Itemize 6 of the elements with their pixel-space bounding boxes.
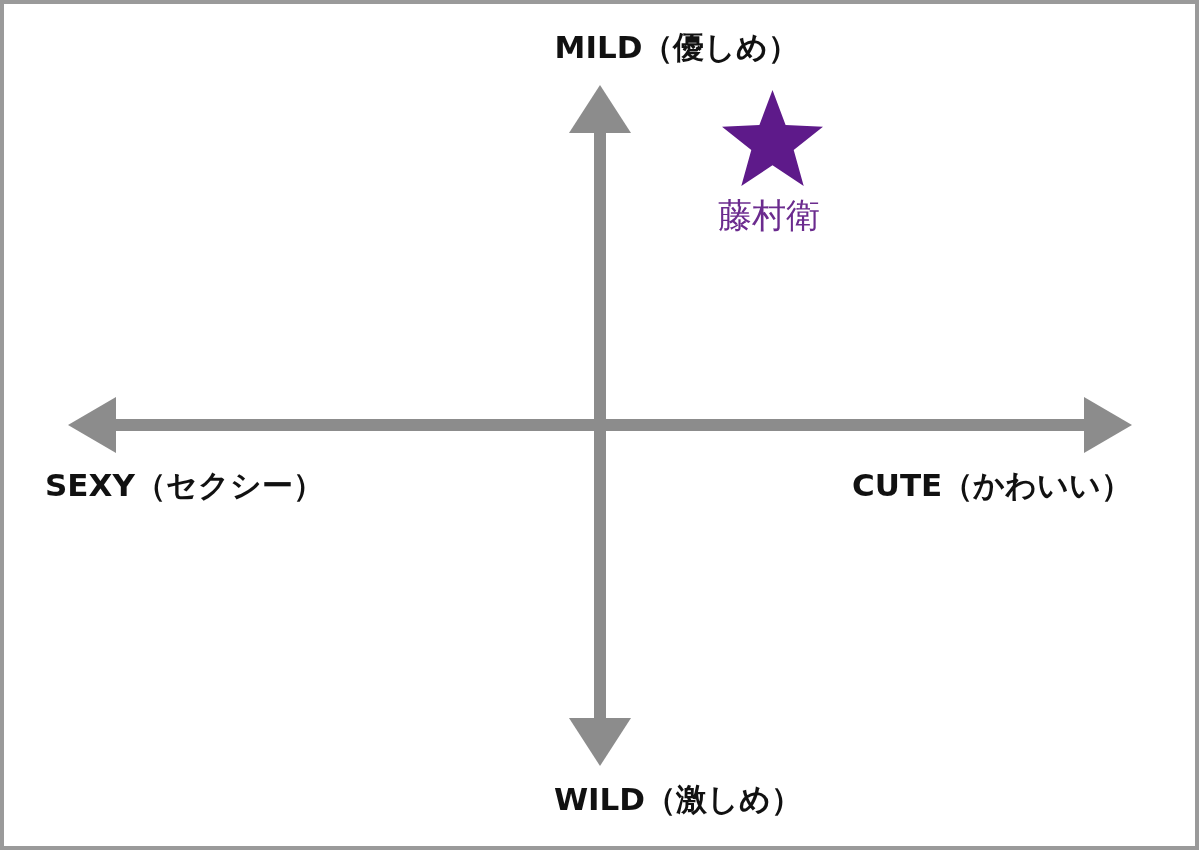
star-marker [722, 90, 823, 186]
axis-label: WILD（激しめ） [553, 781, 803, 819]
axis-label: MILD（優しめ） [554, 29, 800, 67]
marker-label: 藤村衛 [718, 196, 820, 236]
axis-label: SEXY（セクシー） [45, 467, 324, 505]
axis-label: CUTE（かわいい） [852, 467, 1133, 505]
